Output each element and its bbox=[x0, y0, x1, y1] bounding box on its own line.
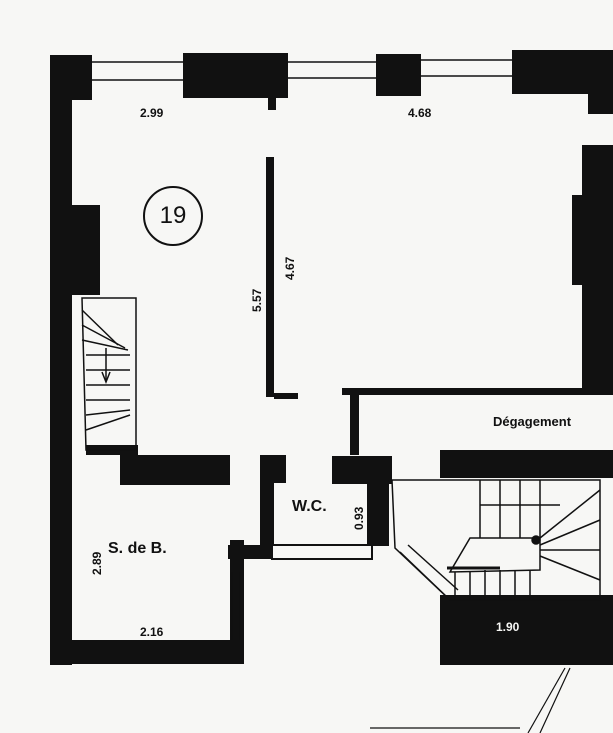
room-label-wc: W.C. bbox=[292, 498, 327, 515]
dimension-wc-width: 0.93 bbox=[352, 506, 366, 530]
dimension-bath-width: 2.16 bbox=[140, 625, 164, 639]
dimension-main-length-a: 5.57 bbox=[250, 288, 264, 312]
unit-number-badge: 19 bbox=[143, 186, 203, 246]
staircase-left bbox=[81, 297, 137, 451]
dimension-bath-length: 2.89 bbox=[90, 551, 104, 575]
room-label-bathroom: S. de B. bbox=[108, 540, 167, 557]
room-label-corridor: Dégagement bbox=[493, 414, 572, 429]
outside-diagonals bbox=[370, 667, 571, 733]
staircase-right bbox=[391, 479, 601, 601]
dimension-main-width-left: 2.99 bbox=[140, 106, 164, 120]
exterior-walls bbox=[50, 50, 613, 665]
dimension-main-width-right: 4.68 bbox=[408, 106, 432, 120]
interior-walls bbox=[86, 98, 613, 560]
windows bbox=[92, 59, 512, 640]
dimension-stair-width: 1.90 bbox=[496, 620, 520, 634]
dimension-main-length-b: 4.67 bbox=[283, 256, 297, 280]
